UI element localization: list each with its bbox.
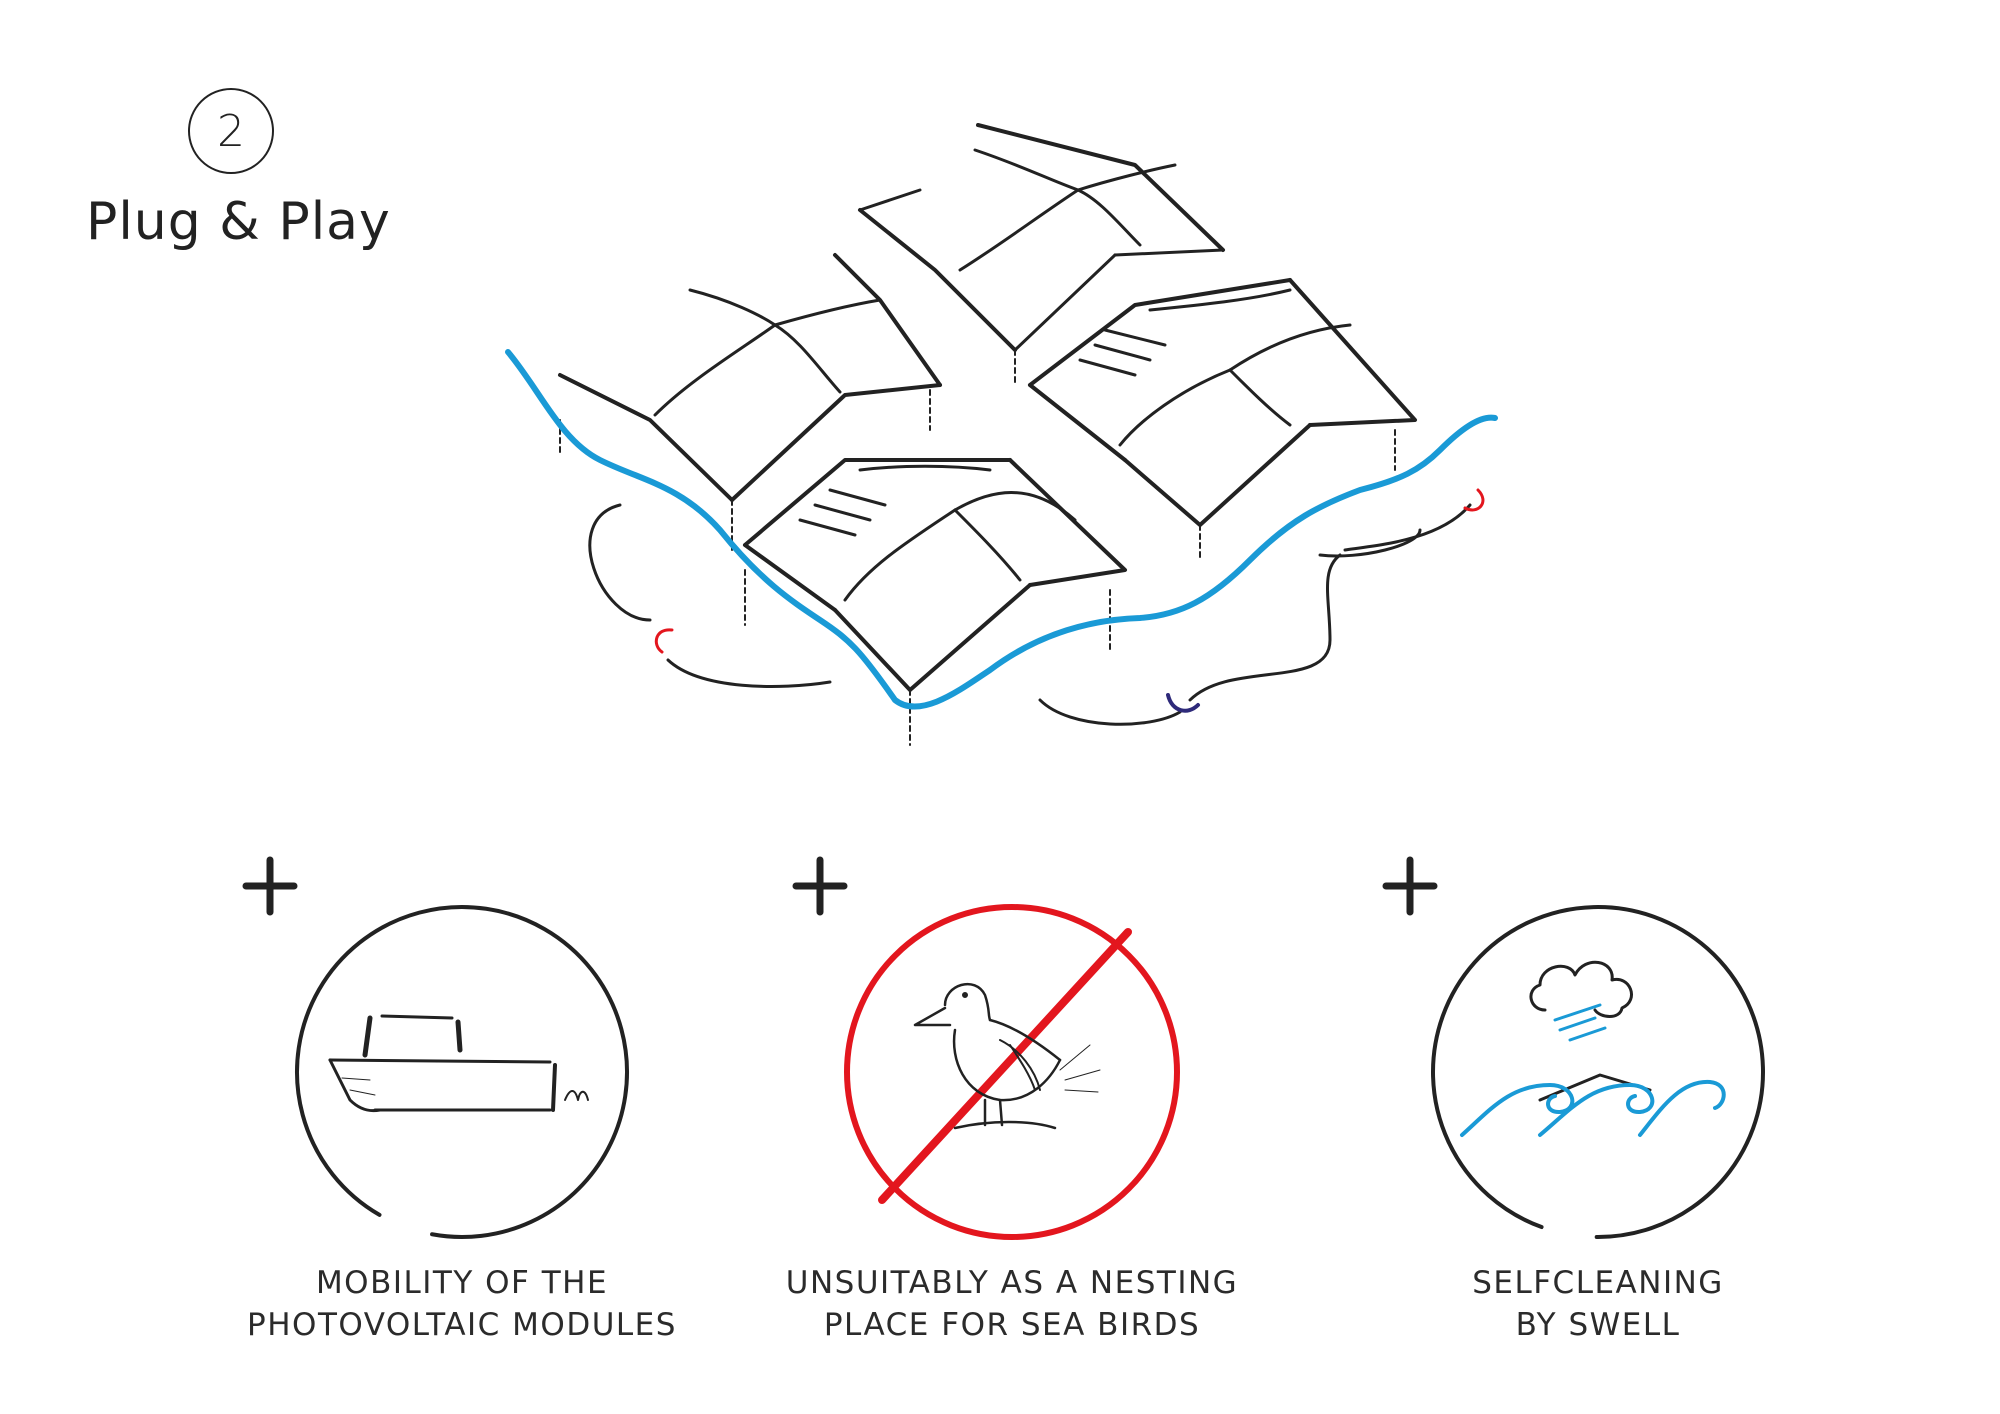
water-line <box>505 349 1498 710</box>
caption-line: PHOTOVOLTAIC MODULES <box>247 1307 677 1343</box>
pv-module-front <box>743 458 1127 746</box>
page-title: Plug & Play <box>86 192 391 252</box>
caption-line: SELFCLEANING <box>1472 1265 1724 1301</box>
benefit-caption-no-nesting: UNSUITABLY AS A NESTING PLACE FOR SEA BI… <box>712 1262 1312 1346</box>
step-number-badge: 2 <box>188 88 274 174</box>
connector-red-left-icon <box>654 628 674 654</box>
benefit-caption-selfcleaning: SELFCLEANING BY SWELL <box>1298 1262 1898 1346</box>
benefit-caption-mobility: MOBILITY OF THE PHOTOVOLTAIC MODULES <box>162 1262 762 1346</box>
plus-icon <box>1382 856 1438 916</box>
plus-icon <box>792 856 848 916</box>
step-number: 2 <box>217 105 245 157</box>
boat-icon <box>295 905 629 1239</box>
pv-module-right <box>1028 278 1417 561</box>
caption-line: MOBILITY OF THE <box>315 1265 609 1301</box>
plus-icon <box>242 856 298 916</box>
waves-cloud-icon <box>1431 905 1765 1239</box>
connector-red-right-icon <box>1463 488 1485 512</box>
pv-module-left <box>558 253 942 551</box>
mooring-lines <box>588 503 1472 726</box>
caption-line: BY SWELL <box>1515 1307 1681 1343</box>
no-birds-icon <box>844 904 1180 1240</box>
caption-line: PLACE FOR SEA BIRDS <box>823 1307 1201 1343</box>
pv-module-back <box>858 123 1225 386</box>
connector-navy-icon <box>1166 693 1200 713</box>
caption-line: UNSUITABLY AS A NESTING <box>785 1265 1239 1301</box>
